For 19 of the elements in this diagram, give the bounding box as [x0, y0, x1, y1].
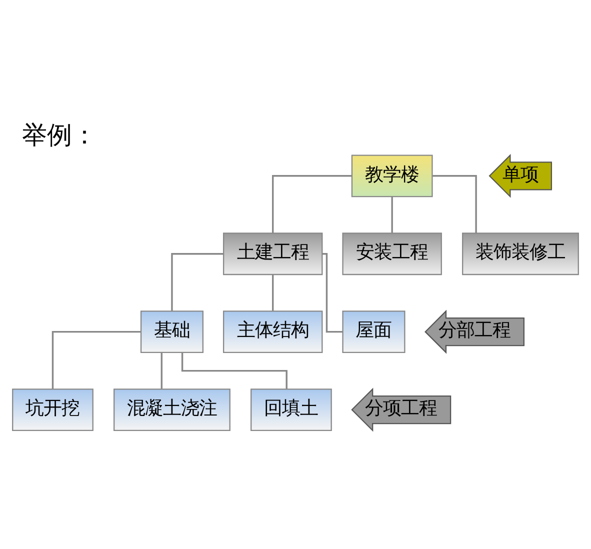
diagram-title: 举例： [22, 120, 98, 150]
node-box: 土建工程 [222, 232, 323, 276]
node-box: 回填土 [250, 388, 332, 431]
connector [181, 352, 288, 389]
connector [52, 330, 141, 389]
connector [272, 175, 352, 233]
node-box: 坑开挖 [12, 388, 94, 431]
node-box: 安装工程 [342, 232, 442, 276]
node-box: 基础 [140, 310, 204, 354]
connector [160, 352, 163, 389]
node-box: 混凝土浇注 [114, 388, 230, 431]
connector [272, 274, 274, 311]
node-box: 主体结构 [222, 310, 323, 354]
connector [432, 175, 477, 233]
node-box: 屋面 [342, 310, 406, 354]
node-box: 教学楼 [351, 154, 433, 198]
connector [171, 253, 224, 311]
connector [391, 196, 393, 233]
node-box: 装饰装修工 [462, 232, 579, 276]
